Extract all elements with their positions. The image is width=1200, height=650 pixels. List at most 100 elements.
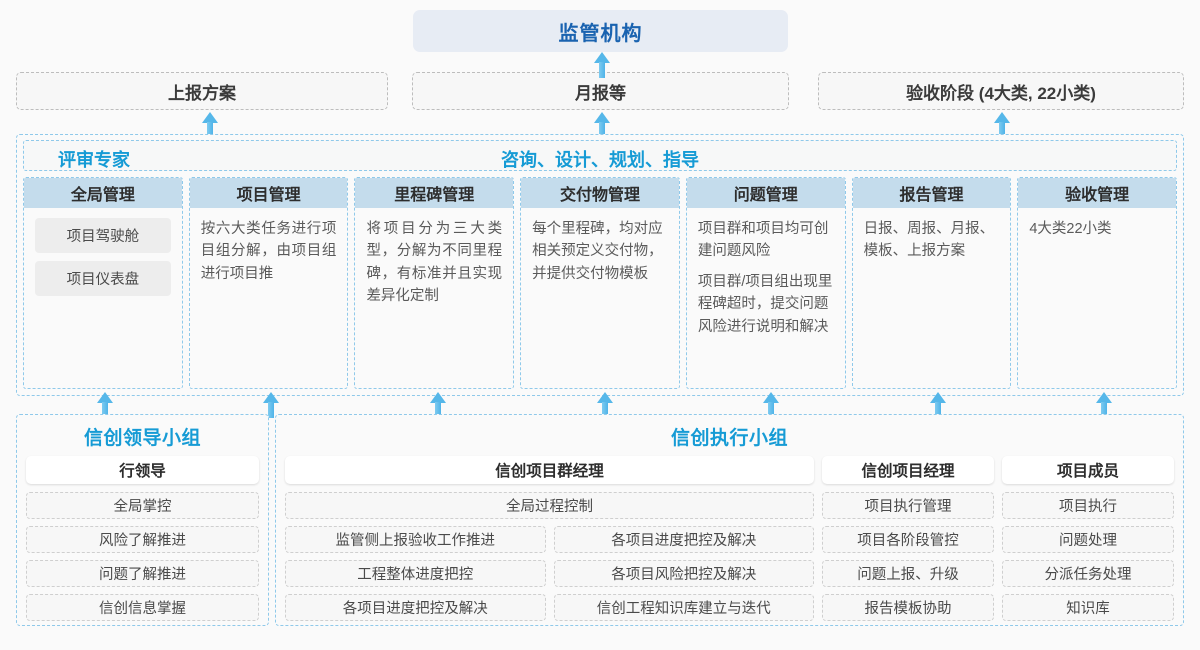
task-item[interactable]: 信创信息掌握: [26, 594, 259, 621]
consulting-panel-header: 评审专家 咨询、设计、规划、指导: [23, 140, 1177, 171]
task-item[interactable]: 知识库: [1002, 594, 1174, 621]
role-header-program-manager[interactable]: 信创项目群经理: [285, 456, 814, 484]
task-item[interactable]: 项目执行管理: [822, 492, 994, 519]
arrow-up-to-column-7: [1096, 392, 1112, 418]
task-item[interactable]: 问题了解推进: [26, 560, 259, 587]
arrow-shaft: [1101, 402, 1107, 418]
column-body: 日报、周报、月报、模板、上报方案: [853, 208, 1011, 388]
arrow-up-to-column-1: [97, 392, 113, 418]
report-box-plan: 上报方案: [16, 72, 388, 110]
column-header-label: 全局管理: [70, 187, 135, 204]
column-header-label: 报告管理: [899, 187, 964, 204]
column-paragraph: 按六大类任务进行项目组分解，由项目组进行项目推: [200, 221, 337, 282]
column-acceptance-management[interactable]: 验收管理 4大类22小类: [1017, 177, 1178, 389]
task-item[interactable]: 各项目风险把控及解决: [553, 560, 814, 587]
exec-role-columns: 信创项目群经理 全局过程控制 监管侧上报验收工作推进 工程整体进度把控 各项目进…: [285, 456, 1174, 621]
task-item-full-width[interactable]: 全局过程控制: [285, 492, 814, 519]
task-item[interactable]: 项目执行: [1002, 492, 1174, 519]
column-header: 项目管理: [189, 178, 348, 208]
column-global-management[interactable]: 全局管理 项目驾驶舱 项目仪表盘: [23, 177, 183, 389]
column-paragraph: 项目群/项目组出现里程碑超时，提交问题风险进行说明和解决: [697, 273, 833, 335]
role-header-bank-leader[interactable]: 行领导: [26, 456, 259, 484]
task-item[interactable]: 信创工程知识库建立与迭代: [553, 594, 814, 621]
task-item[interactable]: 各项目进度把控及解决: [285, 594, 546, 621]
arrow-head-icon: [430, 392, 446, 403]
column-header: 全局管理: [24, 178, 182, 208]
arrow-up-to-column-6: [930, 392, 946, 418]
column-header: 交付物管理: [521, 178, 679, 208]
leader-group-panel: 信创领导小组 行领导 全局掌控 风险了解推进 问题了解推进 信创信息掌握: [16, 414, 269, 626]
arrow-head-icon: [994, 112, 1010, 123]
column-header: 问题管理: [686, 178, 845, 208]
arrow-shaft: [768, 402, 774, 418]
arrow-up-to-regulator-2: [594, 112, 610, 138]
task-item[interactable]: 报告模板协助: [822, 594, 994, 621]
leader-group-title: 信创领导小组: [83, 428, 201, 449]
column-body: 项目群和项目均可创建问题风险 项目群/项目组出现里程碑超时，提交问题风险进行说明…: [687, 208, 845, 388]
exec-group-title: 信创执行小组: [670, 428, 788, 449]
role-header-project-member[interactable]: 项目成员: [1002, 456, 1174, 484]
column-paragraph: 每个里程碑，均对应相关预定义交付物，并提供交付物模板: [532, 221, 663, 282]
task-item[interactable]: 问题上报、升级: [822, 560, 994, 587]
report-box-acceptance: 验收阶段 (4大类, 22小类): [818, 72, 1184, 110]
task-item[interactable]: 监管侧上报验收工作推进: [285, 526, 546, 553]
arrow-head-icon: [594, 112, 610, 123]
arrow-head-icon: [1096, 392, 1112, 403]
role-header-label: 项目成员: [1056, 463, 1119, 480]
task-item[interactable]: 各项目进度把控及解决: [553, 526, 814, 553]
arrow-head-icon: [97, 392, 113, 403]
leader-role-column: 行领导 全局掌控 风险了解推进 问题了解推进 信创信息掌握: [26, 456, 259, 621]
column-paragraph: 4大类22小类: [1029, 221, 1112, 237]
program-manager-left-tasks: 监管侧上报验收工作推进 工程整体进度把控 各项目进度把控及解决: [285, 526, 546, 621]
column-body: 项目驾驶舱 项目仪表盘: [24, 208, 182, 388]
arrow-shaft: [599, 62, 605, 78]
arrow-shaft: [935, 402, 941, 418]
arrow-up-to-column-4: [597, 392, 613, 418]
task-item[interactable]: 项目各阶段管控: [822, 526, 994, 553]
arrow-shaft: [268, 402, 274, 418]
arrow-head-icon: [594, 52, 610, 63]
chip-item[interactable]: 项目驾驶舱: [35, 218, 171, 253]
task-item[interactable]: 问题处理: [1002, 526, 1174, 553]
task-item[interactable]: 分派任务处理: [1002, 560, 1174, 587]
report-box-label: 上报方案: [168, 83, 236, 103]
arrow-shaft: [102, 402, 108, 418]
arrow-head-icon: [930, 392, 946, 403]
consulting-panel: 评审专家 咨询、设计、规划、指导 全局管理 项目驾驶舱 项目仪表盘 项目管理 按…: [16, 134, 1184, 396]
arrow-up-to-column-3: [430, 392, 446, 418]
task-item[interactable]: 风险了解推进: [26, 526, 259, 553]
chip-item[interactable]: 项目仪表盘: [35, 261, 171, 296]
role-column-project-manager: 信创项目经理 项目执行管理 项目各阶段管控 问题上报、升级 报告模板协助: [822, 456, 994, 621]
arrow-up-to-column-2: [263, 392, 279, 418]
column-body: 4大类22小类: [1018, 208, 1176, 388]
column-milestone-management[interactable]: 里程碑管理 将项目分为三大类型，分解为不同里程碑，有标准并且实现差异化定制: [354, 177, 515, 389]
column-header: 报告管理: [852, 178, 1011, 208]
program-manager-right-tasks: 各项目进度把控及解决 各项目风险把控及解决 信创工程知识库建立与迭代: [553, 526, 814, 621]
arrow-head-icon: [263, 392, 279, 403]
role-header-project-manager[interactable]: 信创项目经理: [822, 456, 994, 484]
regulator-label: 监管机构: [558, 22, 643, 45]
column-paragraph: 项目群和项目均可创建问题风险: [697, 221, 829, 260]
column-header: 里程碑管理: [355, 178, 514, 208]
task-item[interactable]: 工程整体进度把控: [285, 560, 546, 587]
column-header-label: 问题管理: [733, 187, 798, 204]
role-column-project-member: 项目成员 项目执行 问题处理 分派任务处理 知识库: [1002, 456, 1174, 621]
column-deliverable-management[interactable]: 交付物管理 每个里程碑，均对应相关预定义交付物，并提供交付物模板: [520, 177, 680, 389]
regulator-box: 监管机构: [413, 10, 788, 52]
column-body: 按六大类任务进行项目组分解，由项目组进行项目推: [190, 208, 348, 388]
arrow-shaft: [207, 122, 213, 138]
task-item[interactable]: 全局掌控: [26, 492, 259, 519]
report-box-label: 月报等: [575, 83, 626, 103]
arrow-up-to-column-5: [763, 392, 779, 418]
management-columns: 全局管理 项目驾驶舱 项目仪表盘 项目管理 按六大类任务进行项目组分解，由项目组…: [23, 177, 1178, 389]
consulting-label: 咨询、设计、规划、指导: [501, 150, 699, 170]
column-issue-management[interactable]: 问题管理 项目群和项目均可创建问题风险 项目群/项目组出现里程碑超时，提交问题风…: [685, 177, 846, 389]
column-report-management[interactable]: 报告管理 日报、周报、月报、模板、上报方案: [851, 177, 1012, 389]
arrow-head-icon: [597, 392, 613, 403]
column-project-management[interactable]: 项目管理 按六大类任务进行项目组分解，由项目组进行项目推: [188, 177, 349, 389]
column-body: 将项目分为三大类型，分解为不同里程碑，有标准并且实现差异化定制: [355, 208, 513, 388]
arrow-head-icon: [202, 112, 218, 123]
arrow-up-to-monthly-box: [594, 52, 610, 78]
report-box-label: 验收阶段 (4大类, 22小类): [906, 83, 1096, 103]
